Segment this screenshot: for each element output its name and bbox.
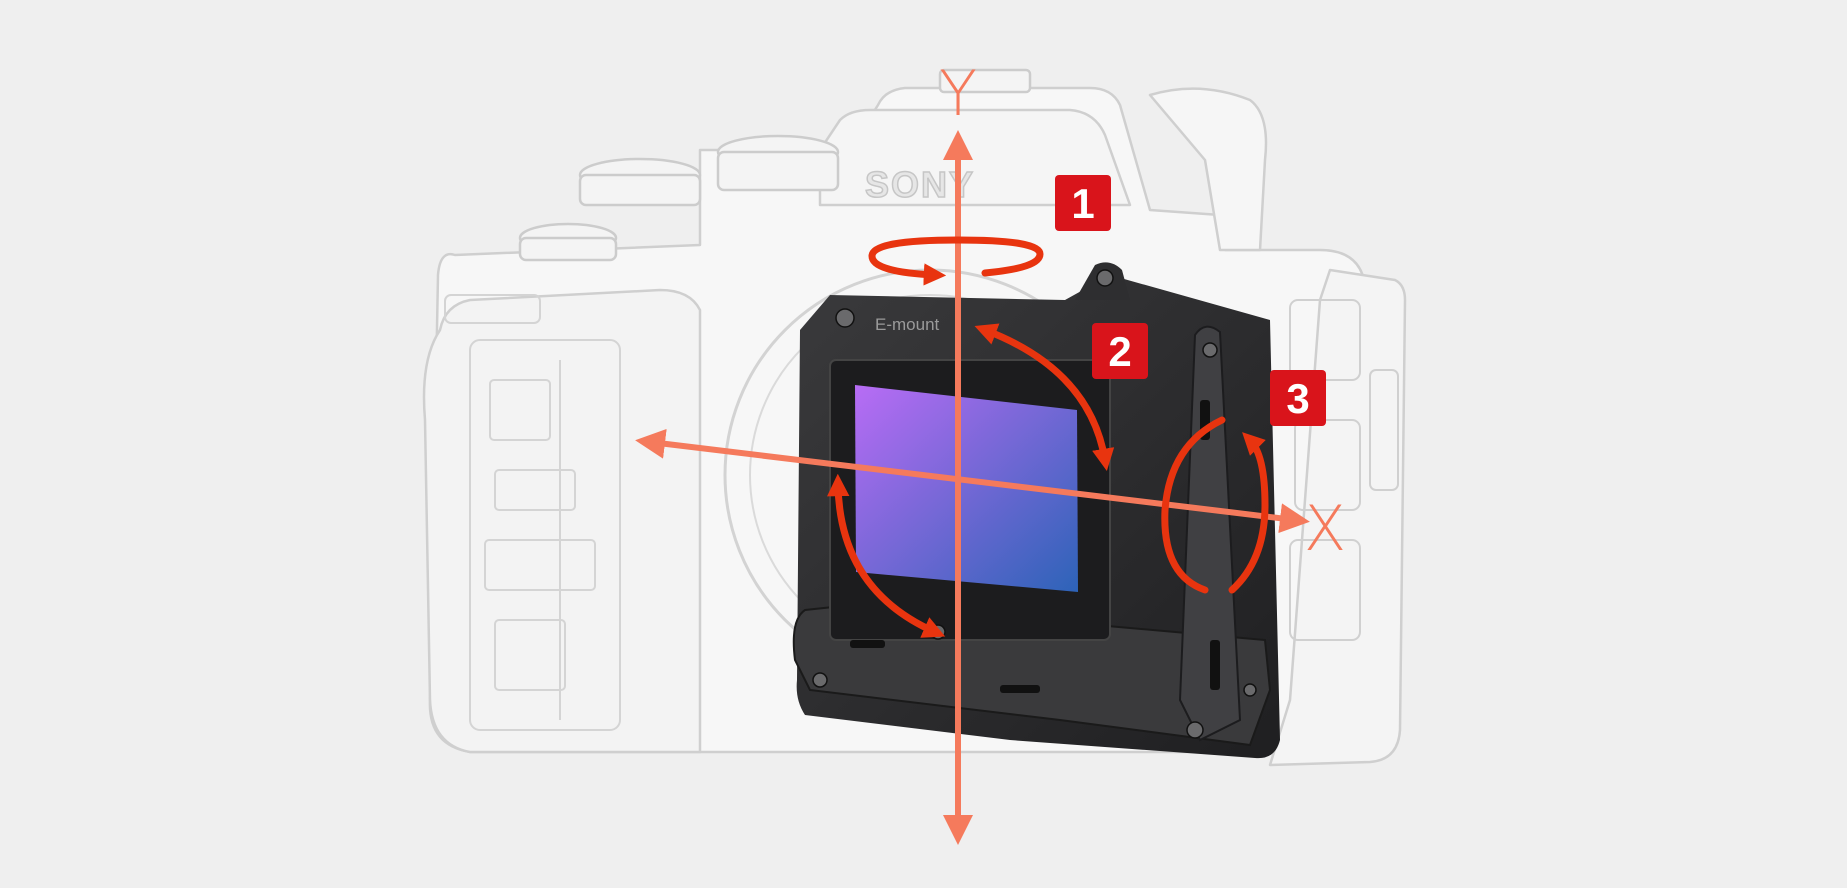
badge-2: 2	[1092, 323, 1148, 379]
rotation-arrow-roll-lower	[827, 473, 946, 638]
rotation-arrows	[827, 236, 1269, 638]
top-dials	[518, 68, 1032, 262]
badge-3: 3	[1270, 370, 1326, 426]
rotation-arrow-yaw	[868, 236, 1044, 286]
axis-arrows	[635, 130, 1310, 845]
svg-text:2: 2	[1108, 328, 1131, 375]
badge-1: 1	[1055, 175, 1111, 231]
mount-label: E-mount	[875, 315, 940, 334]
x-axis-label: X	[1304, 492, 1346, 565]
y-axis-label: Y	[939, 57, 977, 130]
rotation-arrow-pitch-back	[1228, 432, 1269, 594]
rotation-arrow-pitch	[1161, 416, 1226, 594]
grip-internals	[444, 294, 621, 731]
svg-text:1: 1	[1071, 180, 1094, 227]
svg-text:3: 3	[1286, 375, 1309, 422]
x-axis-arrow	[635, 428, 1310, 534]
rotation-arrow-roll-upper	[974, 323, 1115, 472]
